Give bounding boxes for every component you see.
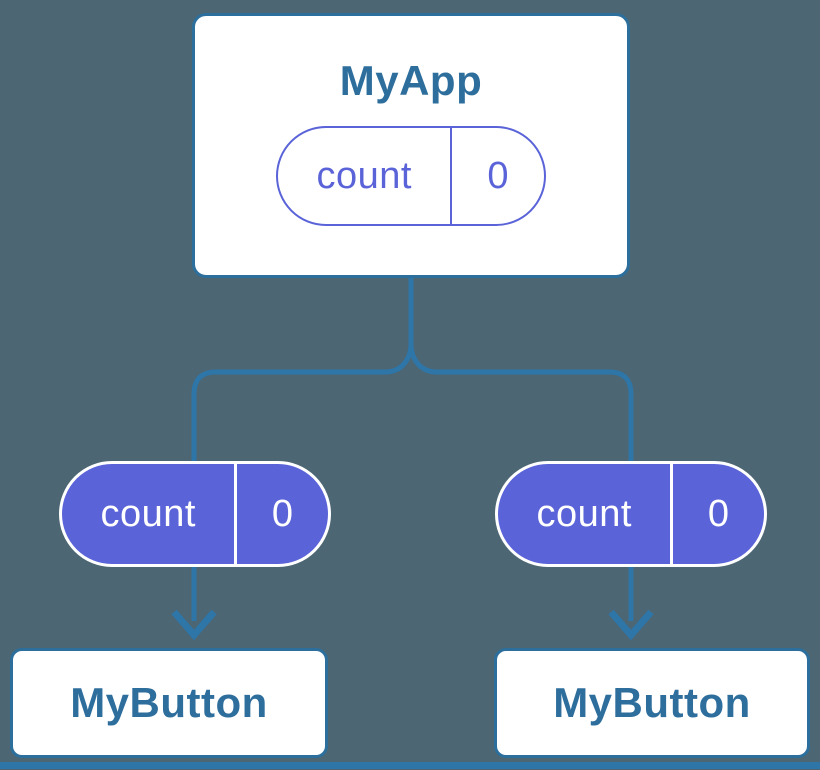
component-card-mybutton-right: MyButton [494, 648, 810, 758]
state-pill-value: 0 [450, 128, 544, 225]
prop-pill-label: count [100, 492, 196, 535]
prop-pill-value: 0 [234, 464, 328, 564]
component-title: MyButton [70, 678, 268, 726]
prop-pill-left: count 0 [59, 461, 331, 567]
fork-right-line [408, 278, 634, 621]
arrow-down-icon [171, 609, 217, 641]
state-pill: count 0 [276, 126, 546, 227]
component-card-mybutton-left: MyButton [10, 648, 328, 758]
component-card-myapp: MyApp count 0 [192, 13, 630, 278]
state-pill-label: count [316, 154, 412, 197]
prop-pill-right: count 0 [495, 461, 767, 567]
component-title: MyApp [339, 57, 483, 104]
prop-pill-label: count [536, 492, 632, 535]
arrow-down-icon [608, 609, 654, 641]
component-title: MyButton [553, 678, 751, 726]
fork-left-line [191, 278, 414, 621]
prop-pill-value: 0 [670, 464, 764, 564]
